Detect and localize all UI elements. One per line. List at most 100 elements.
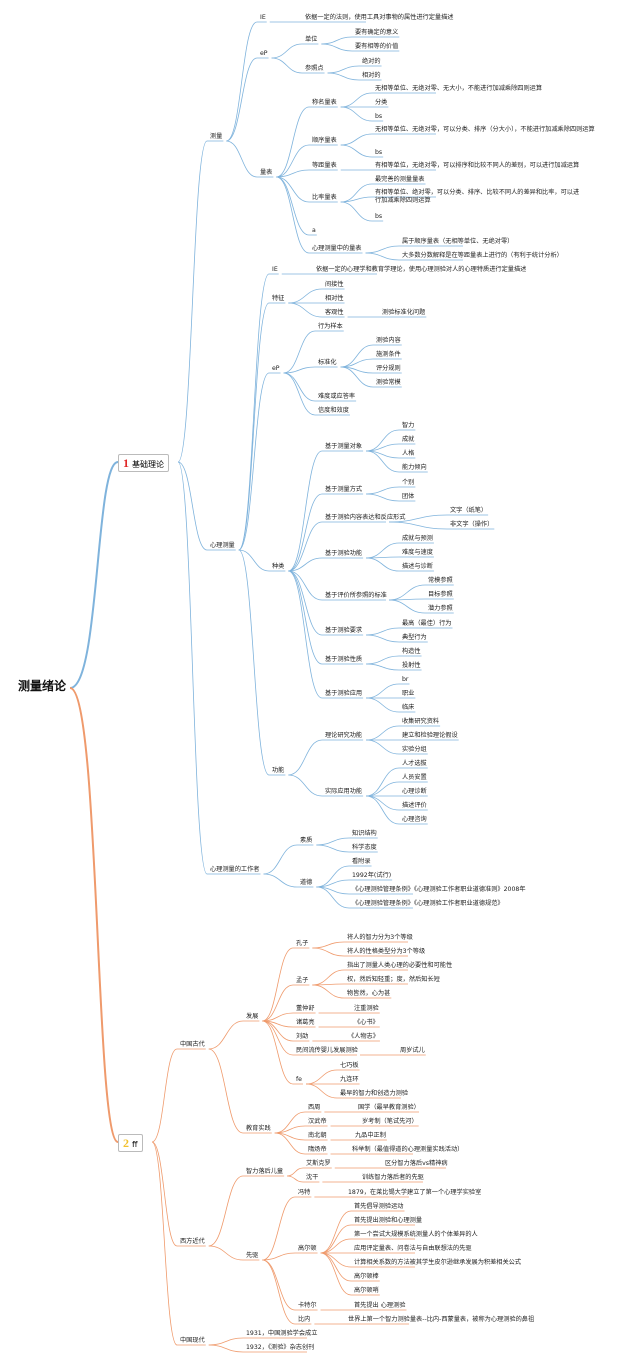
mindmap-node[interactable]: 心理测量 (210, 542, 235, 549)
mindmap-node[interactable]: 测验常模 (376, 379, 401, 386)
mindmap-node[interactable]: IE (260, 14, 266, 21)
mindmap-node[interactable]: 评分规则 (376, 365, 401, 372)
mindmap-node[interactable]: 构造性 (402, 648, 421, 655)
mindmap-node[interactable]: 《心书》 (354, 1019, 379, 1026)
mindmap-node[interactable]: 刘劭 (296, 1033, 309, 1040)
mindmap-node[interactable]: 职业 (402, 690, 415, 697)
mindmap-node[interactable]: 依据一定的心理学和教育学理论，使用心理测验对人的心理特质进行定量描述 (316, 266, 527, 273)
mindmap-node[interactable]: 行为样本 (318, 323, 343, 330)
mindmap-node[interactable]: bs (375, 113, 383, 120)
mindmap-node[interactable]: 将人的性格类型分为3个等级 (347, 948, 426, 955)
mindmap-node[interactable]: 种类 (272, 563, 285, 570)
mindmap-node[interactable]: 单位 (305, 36, 318, 43)
mindmap-node[interactable]: 《人物志》 (348, 1033, 379, 1040)
mindmap-node[interactable]: 难度或应答率 (318, 393, 356, 400)
mindmap-node[interactable]: 七巧板 (340, 1062, 359, 1069)
mindmap-node[interactable]: 指出了测量人类心理的必要性和可能性 (347, 962, 453, 969)
mindmap-node[interactable]: 称名量表 (312, 99, 337, 106)
mindmap-node[interactable]: 知识结构 (352, 830, 377, 837)
mindmap-node[interactable]: 非文字（操作） (450, 521, 494, 528)
mindmap-node[interactable]: 第一个尝试大规模系统测量人的个体差异的人 (354, 1231, 478, 1238)
mindmap-node[interactable]: 周岁试儿 (400, 1047, 425, 1054)
mindmap-node[interactable]: 心理测量中的量表 (312, 245, 362, 252)
mindmap-node[interactable]: 相对性 (325, 295, 344, 302)
mindmap-node[interactable]: 隋炀帝 (308, 1146, 327, 1153)
mindmap-node[interactable]: 相对的 (362, 72, 381, 79)
mindmap-node[interactable]: 人员安置 (402, 774, 427, 781)
mindmap-node[interactable]: 道德 (300, 879, 313, 886)
mindmap-node[interactable]: 测验标准化问题 (382, 309, 426, 316)
mindmap-node[interactable]: 1931，中国测验学会成立 (246, 1330, 318, 1337)
mindmap-node[interactable]: 基于评价所参照的标准 (325, 592, 387, 599)
mindmap-node[interactable]: 中国古代 (180, 1041, 205, 1048)
mindmap-node[interactable]: 收集研究资料 (402, 718, 440, 725)
mindmap-node[interactable]: 大多数分数解释是在等距量表上进行的（有利于统计分析） (402, 252, 563, 259)
mindmap-node[interactable]: 成就 (402, 436, 415, 443)
mindmap-node[interactable]: 素质 (300, 837, 313, 844)
mindmap-node[interactable]: 人才选拔 (402, 760, 427, 767)
mindmap-node[interactable]: 临床 (402, 704, 415, 711)
mindmap-node[interactable]: 等距量表 (312, 162, 337, 169)
mindmap-node[interactable]: 科举制（最值得道的心理测量实践活动） (352, 1146, 464, 1153)
mindmap-node[interactable]: 心理诊断 (402, 788, 427, 795)
mindmap-node[interactable]: 文字（纸笔） (450, 507, 488, 514)
mindmap-node[interactable]: 目标参照 (428, 591, 453, 598)
mindmap-node[interactable]: 比率量表 (312, 194, 337, 201)
mindmap-node[interactable]: 心理测量的工作者 (210, 866, 260, 873)
mindmap-node[interactable]: 应用评定量表、问卷法与自由联想法的先驱 (354, 1245, 472, 1252)
mindmap-node[interactable]: 将人的智力分为3个等级 (347, 934, 413, 941)
mindmap-node[interactable]: 有相等单位，无绝对零，可以排序和比较不同人的差别，可以进行加减运算 (375, 162, 580, 169)
mindmap-node[interactable]: 最高（最佳）行为 (402, 620, 452, 627)
mindmap-node[interactable]: 量表 (260, 169, 273, 176)
mindmap-node[interactable]: 汉武帝 (308, 1118, 327, 1125)
mindmap-node[interactable]: 标准化 (318, 359, 337, 366)
mindmap-node[interactable]: 计算相关系数的方法被其学生皮尔逊继承发展为积差相关公式 (354, 1259, 522, 1266)
mindmap-node[interactable]: 团体 (402, 493, 415, 500)
mindmap-node[interactable]: 无相等单位、无绝对零，可以分类、排序（分大小），不能进行加减乘除四则运算 (375, 126, 595, 133)
mindmap-node[interactable]: bs (375, 149, 383, 156)
mindmap-node[interactable]: 九品中正制 (355, 1132, 386, 1139)
mindmap-node[interactable]: 顺序量表 (312, 137, 337, 144)
mindmap-node[interactable]: 权，然后知轻重；度，然后知长短 (347, 976, 440, 983)
mindmap-node[interactable]: 1992年(试行) (352, 872, 392, 879)
mindmap-node[interactable]: 难度与速度 (402, 549, 433, 556)
mindmap-node[interactable]: 绝对的 (362, 58, 381, 65)
mindmap-node[interactable]: 无相等单位、无绝对零、无大小，不能进行加减乘除四则运算 (375, 85, 543, 92)
mindmap-node[interactable]: IE (272, 266, 278, 273)
mindmap-node[interactable]: 能力倾向 (402, 464, 427, 471)
mindmap-node[interactable]: 基于测量对象 (325, 443, 363, 450)
mindmap-node[interactable]: 基于测验内容表达和反应形式 (325, 514, 406, 521)
mindmap-node[interactable]: 孟子 (296, 977, 309, 984)
mindmap-node[interactable]: 区分智力落后vs精神病 (385, 1160, 448, 1167)
mindmap-node[interactable]: 理论研究功能 (325, 732, 363, 739)
mindmap-node[interactable]: 实际应用功能 (325, 788, 363, 795)
mindmap-node[interactable]: 间接性 (325, 281, 344, 288)
mindmap-node[interactable]: br (402, 676, 409, 683)
mindmap-node[interactable]: 1879，在莱比锡大学建立了第一个心理学实验室 (348, 1189, 482, 1196)
mindmap-node[interactable]: 比内 (298, 1316, 311, 1323)
mindmap-node[interactable]: 九连环 (340, 1076, 359, 1083)
mindmap-node[interactable]: 国学（最早教育测验） (358, 1104, 420, 1111)
mindmap-node[interactable]: 分类 (375, 99, 388, 106)
mindmap-node[interactable]: 施测条件 (376, 351, 401, 358)
mindmap-node[interactable]: 1932，《测验》杂志创刊 (246, 1344, 315, 1351)
mindmap-node[interactable]: 客观性 (325, 309, 344, 316)
mindmap-node[interactable]: 看附录 (352, 858, 371, 865)
mindmap-node[interactable]: 首先提出测验和心理测量 (354, 1217, 423, 1224)
mindmap-node[interactable]: 物皆然，心为甚 (347, 990, 391, 997)
mindmap-node[interactable]: 首先提出 心理测验 (354, 1302, 406, 1309)
mindmap-node[interactable]: 人格 (402, 450, 415, 457)
mindmap-node[interactable]: fe (296, 1076, 302, 1083)
mindmap-node[interactable]: 发展 (246, 1013, 259, 1020)
mindmap-node[interactable]: 孔子 (296, 940, 309, 947)
mindmap-node[interactable]: 世界上第一个智力测验量表--比内-西蒙量表，被称为心理测验的鼻祖 (348, 1316, 535, 1323)
mindmap-node[interactable]: 信度和效度 (318, 407, 349, 414)
mindmap-node[interactable]: 卡特尔 (298, 1302, 317, 1309)
mindmap-node[interactable]: 基于测验要求 (325, 627, 363, 634)
mindmap-node[interactable]: 注重测验 (354, 1005, 379, 1012)
mindmap-node[interactable]: 岁考制（笔试先河） (362, 1118, 418, 1125)
mindmap-node[interactable]: 董仲舒 (296, 1005, 315, 1012)
mindmap-node[interactable]: 基于测验功能 (325, 550, 363, 557)
